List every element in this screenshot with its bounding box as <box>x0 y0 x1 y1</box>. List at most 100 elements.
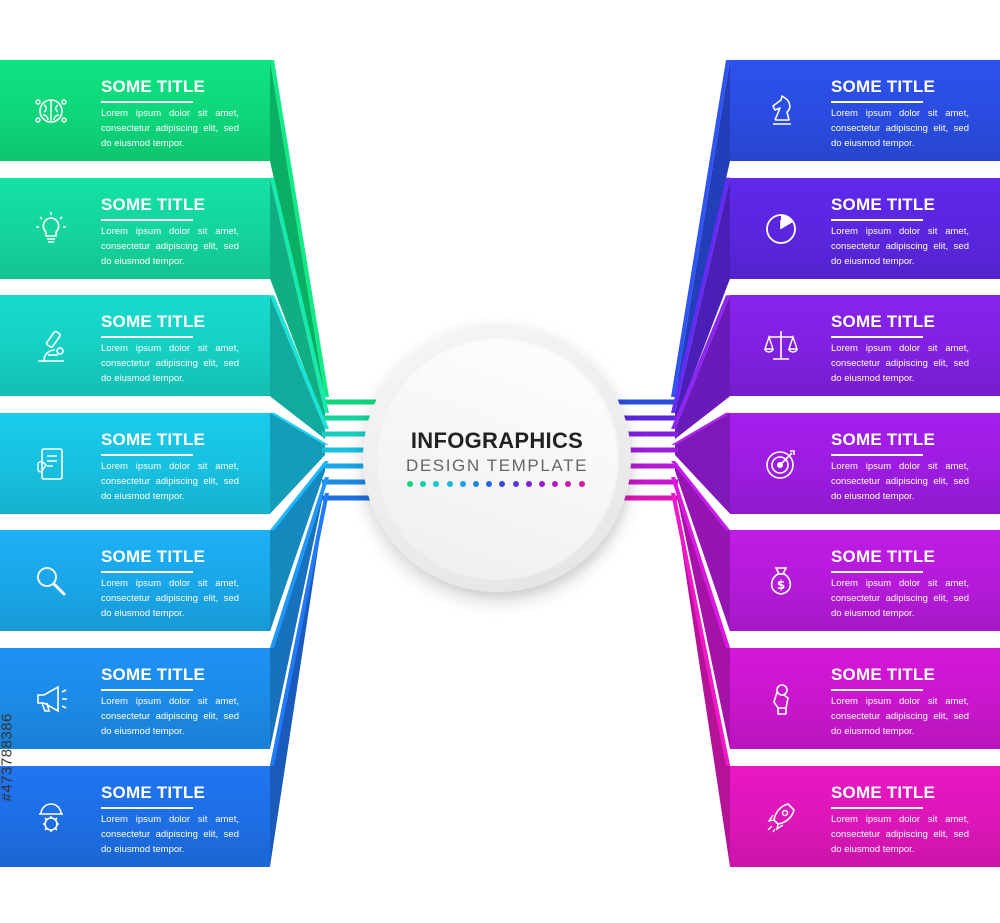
right-wing-5 <box>675 461 730 632</box>
title-underline <box>101 806 193 809</box>
left-step-card-4: SOME TITLE Lorem ipsum dolor sit amet, co… <box>0 412 270 514</box>
step-description: Lorem ipsum dolor sit amet, consectetur … <box>831 460 969 502</box>
watermark-id: #473788386 <box>0 713 16 802</box>
left-wing-1 <box>270 60 325 407</box>
clock-icon <box>760 208 802 250</box>
title-underline <box>101 336 193 339</box>
title-underline <box>831 806 923 809</box>
ok-hand-icon <box>760 678 802 720</box>
left-connector-line-1 <box>322 399 382 405</box>
left-wing-fold-5 <box>270 461 329 531</box>
center-dot-8 <box>499 481 506 487</box>
title-underline <box>831 453 923 456</box>
step-title: SOME TITLE <box>831 665 935 684</box>
notebook-icon <box>30 443 72 485</box>
left-wing-fold-6 <box>270 477 329 648</box>
step-description: Lorem ipsum dolor sit amet, consectetur … <box>831 108 969 149</box>
right-connector-line-5 <box>618 463 678 469</box>
title-underline <box>831 218 923 221</box>
right-step-card-7: SOME TITLE Lorem ipsum dolor sit amet, co… <box>730 765 1000 867</box>
left-wing-3 <box>270 295 325 439</box>
left-step-card-6: SOME TITLE Lorem ipsum dolor sit amet, co… <box>0 648 270 749</box>
step-title: SOME TITLE <box>831 429 935 449</box>
right-connector-line-3 <box>618 431 678 437</box>
left-connector-line-7 <box>322 495 382 501</box>
title-underline <box>831 101 923 103</box>
step-title: SOME TITLE <box>101 665 205 684</box>
right-wing-7 <box>675 493 730 867</box>
right-wing-fold-4 <box>671 412 730 445</box>
center-circle: INFOGRAPHICS DESIGN TEMPLATE <box>363 324 639 600</box>
center-subtitle: DESIGN TEMPLATE <box>405 456 589 475</box>
left-connector-line-2 <box>322 415 382 421</box>
step-title: SOME TITLE <box>831 194 935 214</box>
right-step-card-4: SOME TITLE Lorem ipsum dolor sit amet, co… <box>730 412 1000 514</box>
step-description: Lorem ipsum dolor sit amet, consectetur … <box>831 578 969 620</box>
left-wing-6 <box>270 477 325 749</box>
title-underline <box>101 218 193 221</box>
right-connector-line-2 <box>618 415 678 421</box>
step-description: Lorem ipsum dolor sit amet, consectetur … <box>101 225 239 267</box>
right-step-card-2: SOME TITLE Lorem ipsum dolor sit amet, co… <box>730 177 1000 279</box>
left-wing-fold-2 <box>270 177 329 413</box>
step-title: SOME TITLE <box>831 547 935 567</box>
step-title: SOME TITLE <box>101 547 205 567</box>
center-dot-9 <box>512 481 519 487</box>
title-underline <box>101 101 193 103</box>
microscope-icon <box>30 325 72 367</box>
step-title: SOME TITLE <box>101 782 205 802</box>
left-wing-2 <box>270 177 325 423</box>
left-wing-fold-1 <box>270 60 329 397</box>
center-dot-5 <box>459 481 466 487</box>
step-description: Lorem ipsum dolor sit amet, consectetur … <box>101 460 239 502</box>
step-title: SOME TITLE <box>101 77 205 96</box>
center-dot-2 <box>420 481 427 487</box>
right-wing-fold-1 <box>671 60 730 397</box>
center-dot-10 <box>525 481 532 487</box>
left-wing-4 <box>270 412 325 514</box>
center-dot-12 <box>552 481 559 487</box>
right-wing-2 <box>675 177 730 423</box>
brain-icon <box>30 90 72 132</box>
center-dot-7 <box>486 481 493 487</box>
step-title: SOME TITLE <box>831 77 935 96</box>
right-wing-fold-3 <box>671 295 730 429</box>
step-description: Lorem ipsum dolor sit amet, consectetur … <box>101 696 239 737</box>
title-underline <box>831 571 923 574</box>
magnifier-icon <box>30 560 72 602</box>
center-dot-row <box>407 481 589 489</box>
left-wing-fold-7 <box>270 493 329 766</box>
step-title: SOME TITLE <box>831 782 935 802</box>
center-dot-1 <box>407 481 413 487</box>
left-wing-7 <box>270 493 325 867</box>
center-disc <box>375 336 619 580</box>
step-description: Lorem ipsum dolor sit amet, consectetur … <box>831 225 969 267</box>
left-connector-line-4 <box>322 447 382 453</box>
right-wing-4 <box>675 412 730 514</box>
title-underline <box>101 571 193 574</box>
chess-knight-icon <box>760 90 802 132</box>
worker-gear-icon <box>30 796 72 838</box>
step-title: SOME TITLE <box>101 194 205 214</box>
right-wing-fold-7 <box>671 493 730 766</box>
megaphone-icon <box>30 678 72 720</box>
rocket-icon <box>760 796 802 838</box>
left-step-card-2: SOME TITLE Lorem ipsum dolor sit amet, co… <box>0 177 270 279</box>
step-description: Lorem ipsum dolor sit amet, consectetur … <box>831 813 969 855</box>
step-title: SOME TITLE <box>101 429 205 449</box>
right-wing-3 <box>675 295 730 439</box>
center-dot-3 <box>433 481 440 487</box>
center-dot-14 <box>578 481 585 487</box>
money-bag-icon: $ <box>760 560 802 602</box>
right-wing-fold-6 <box>671 477 730 648</box>
right-connector-line-1 <box>618 399 678 405</box>
right-connector-line-6 <box>618 479 678 485</box>
title-underline <box>101 453 193 456</box>
title-underline <box>101 689 193 691</box>
